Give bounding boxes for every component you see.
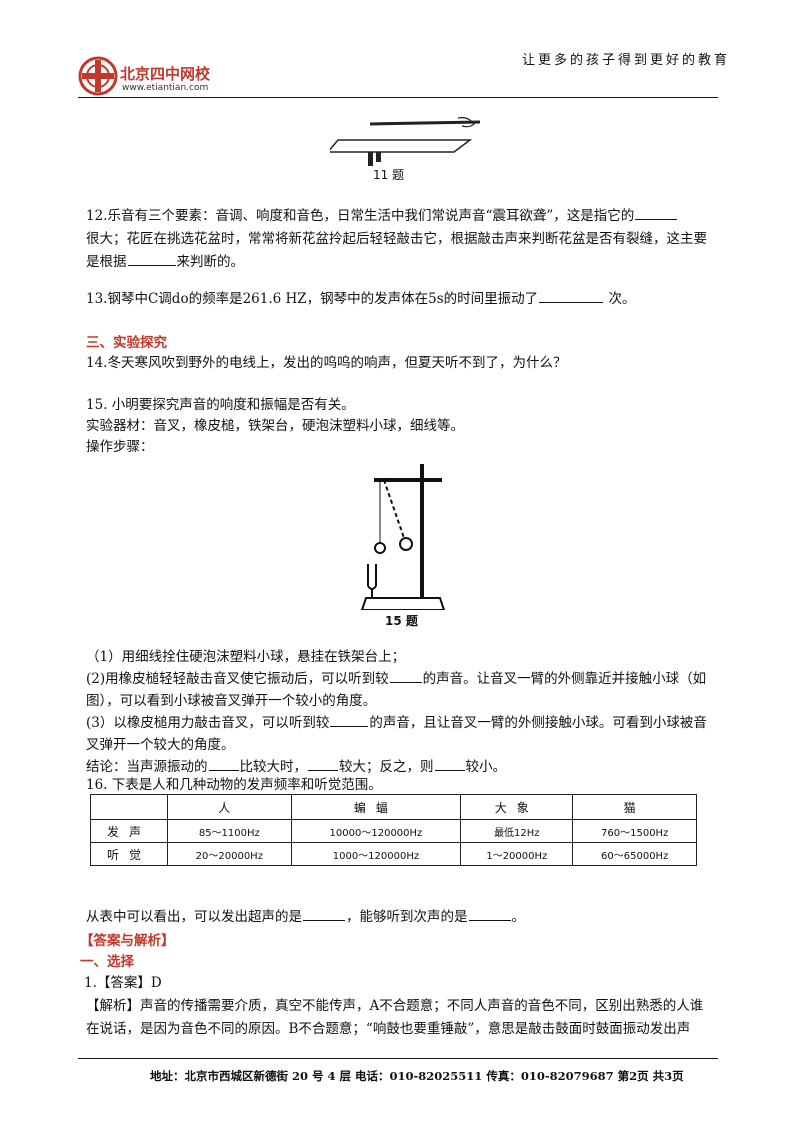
table-cell: 1000～120000Hz (290, 842, 462, 866)
q12-line2: 很大；花匠在挑选花盆时，常常将新花盆拎起后轻轻敲击它，根据敲击声来判断花盆是否有… (86, 231, 707, 247)
q16-after-a: 从表中可以看出，可以发出超声的是 (86, 909, 302, 925)
section-1-heading: 一、选择 (80, 954, 134, 970)
q15-conclusion: 结论：当声源振动的 比较大时， 较大；反之，则 较小。 (86, 756, 506, 778)
table-cell: 发声 (90, 819, 168, 843)
table-header-cell: 人 (167, 794, 292, 820)
table-cell: 1～20000Hz (460, 842, 574, 866)
concl-d: 较小。 (465, 759, 507, 775)
q15-step1: （1）用细线拴住硬泡沫塑料小球，悬挂在铁架台上； (86, 649, 406, 665)
table-header-cell: 猫 (572, 794, 697, 820)
q15-step2c: 图），可以看到小球被音叉弹开一个较小的角度。 (86, 693, 377, 709)
concl-b: 比较大时， (239, 759, 308, 775)
table-cell: 最低12Hz (460, 819, 574, 843)
table-cell: 60～65000Hz (572, 842, 697, 866)
school-logo-icon (78, 56, 118, 96)
q15-step3b: 的声音，且让音叉一臂的外侧接触小球。可看到小球被音 (369, 715, 707, 731)
answer-1-explanation-line2: 在说话，是因为音色不同的原因。B不合题意；“响鼓也要重锤敲”，意思是敲击鼓面时鼓… (86, 1021, 691, 1037)
answer-1-explanation-line1: 【解析】声音的传播需要介质，真空不能传声，A不合题意；不同人声音的音色不同，区别… (86, 998, 704, 1014)
slogan: 让更多的孩子得到更好的教育 (522, 53, 731, 68)
table-row: 发声 85～1100Hz 10000～120000Hz 最低12Hz 760～1… (90, 819, 697, 843)
figure-11-ruler-diagram (330, 117, 481, 166)
q15-step3a: (3）以橡皮槌用力敲击音叉，可以听到较 (86, 715, 330, 731)
answer-blank[interactable] (539, 288, 604, 303)
logo-url: www.etiantian.com (122, 83, 209, 93)
answer-blank[interactable] (635, 205, 678, 220)
q13-text: 13.钢琴中C调do的频率是261.6 HZ，钢琴中的发声体在5s的时间里振动了 (86, 291, 539, 307)
footer: 地址：北京市西城区新德街 20 号 4 层 电话：010-82025511 传真… (150, 1069, 684, 1083)
answer-blank[interactable] (208, 756, 239, 771)
q15-step2a: (2)用橡皮槌轻轻敲击音叉使它振动后，可以听到较 (86, 671, 389, 687)
frequency-table: 人 蝙蝠 大象 猫 发声 85～1100Hz 10000～120000Hz 最低… (90, 794, 697, 866)
table-cell: 20～20000Hz (167, 842, 292, 866)
table-row: 听觉 20～20000Hz 1000～120000Hz 1～20000Hz 60… (90, 842, 697, 866)
figure-15-caption: 15 题 (385, 614, 418, 628)
q15-steps-label: 操作步骤： (86, 439, 154, 455)
section-3-heading: 三、实验探究 (86, 335, 167, 351)
answer-blank[interactable] (389, 668, 422, 683)
q12-line3b: 来判断的。 (176, 254, 245, 270)
question-13: 13.钢琴中C调do的频率是261.6 HZ，钢琴中的发声体在5s的时间里振动了… (86, 288, 635, 310)
concl-a: 结论：当声源振动的 (86, 759, 208, 775)
q15-equipment: 实验器材：音叉，橡皮槌，铁架台，硬泡沫塑料小球，细线等。 (86, 418, 464, 434)
answer-blank[interactable] (127, 251, 176, 266)
q13-text-end: 次。 (608, 291, 636, 307)
table-header-cell: 蝙蝠 (290, 794, 462, 820)
header-rule (78, 97, 718, 98)
answer-1-head: 1.【答案】D (84, 975, 162, 991)
concl-c: 较大；反之，则 (339, 759, 434, 775)
question-12: 12.乐音有三个要素：音调、响度和音色，日常生活中我们常说声音“震耳欲聋”，这是… (86, 205, 678, 227)
q16-after-b: ，能够听到次声的是 (346, 909, 468, 925)
table-cell: 听觉 (90, 842, 168, 866)
table-header-cell: 大象 (460, 794, 574, 820)
q15-step3c: 叉弹开一个较大的角度。 (86, 737, 235, 753)
q15-step3: (3）以橡皮槌用力敲击音叉，可以听到较 的声音，且让音叉一臂的外侧接触小球。可看到… (86, 712, 707, 734)
table-header-cell (90, 794, 168, 820)
answer-blank[interactable] (330, 712, 369, 727)
answer-blank[interactable] (468, 906, 511, 921)
figure-11-caption: 11 题 (373, 168, 405, 182)
q12-line1: 12.乐音有三个要素：音调、响度和音色，日常生活中我们常说声音“震耳欲聋”，这是… (86, 208, 635, 224)
q15-step2: (2)用橡皮槌轻轻敲击音叉使它振动后，可以听到较 的声音。让音叉一臂的外侧靠近并接… (86, 668, 706, 690)
answer-blank[interactable] (308, 756, 338, 771)
logo-name: 北京四中网校 (120, 65, 211, 83)
table-cell: 10000～120000Hz (290, 819, 462, 843)
footer-rule (78, 1058, 718, 1059)
answers-heading: 【答案与解析】 (80, 933, 175, 949)
table-cell: 760～1500Hz (572, 819, 697, 843)
table-cell: 85～1100Hz (167, 819, 292, 843)
q16-after-c: 。 (511, 909, 526, 925)
q12-line3a: 是根据 (86, 254, 127, 270)
q15-title: 15. 小明要探究声音的响度和振幅是否有关。 (86, 397, 355, 413)
q12-line3: 是根据 来判断的。 (86, 251, 244, 273)
question-14: 14.冬天寒风吹到野外的电线上，发出的呜呜的响声，但夏天听不到了，为什么？ (86, 355, 567, 371)
q15-step2b: 的声音。让音叉一臂的外侧靠近并接触小球（如 (422, 671, 707, 687)
figure-15-tuning-fork-diagram (360, 464, 446, 610)
q16-title: 16. 下表是人和几种动物的发声频率和听觉范围。 (86, 777, 382, 793)
answer-blank[interactable] (303, 906, 345, 921)
q16-question: 从表中可以看出，可以发出超声的是 ，能够听到次声的是 。 (86, 906, 525, 928)
answer-blank[interactable] (434, 756, 465, 771)
table-header-row: 人 蝙蝠 大象 猫 (90, 794, 697, 820)
